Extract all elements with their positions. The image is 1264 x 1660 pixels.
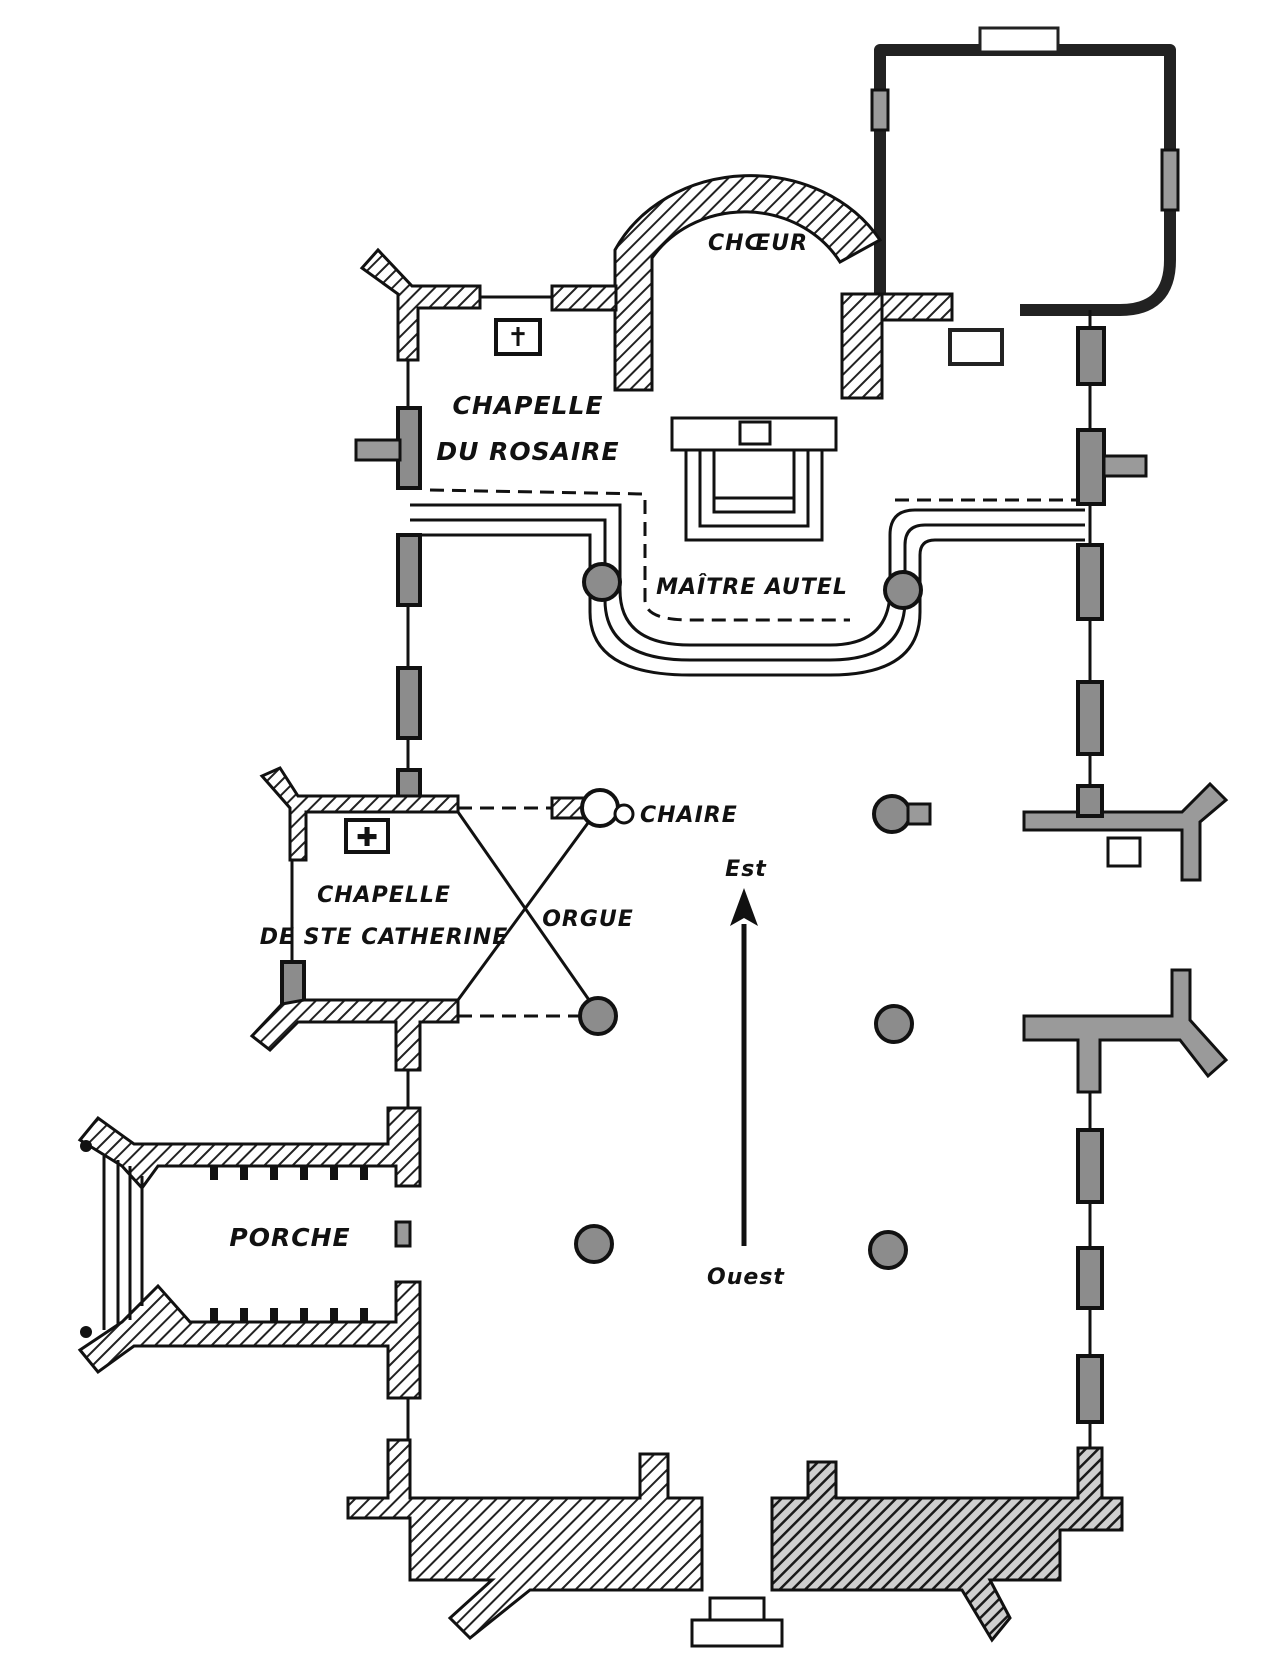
label-ouest: Ouest xyxy=(707,1265,785,1290)
label-choeur: CHŒUR xyxy=(708,231,808,256)
label-maitre-autel: MAÎTRE AUTEL xyxy=(656,574,848,600)
catherine-altar xyxy=(344,818,390,854)
rosary-altar-cross-icon: ✝ xyxy=(507,323,529,353)
sacristy-window-right xyxy=(1160,148,1180,212)
entrance-step-top xyxy=(708,1596,766,1622)
choir-apse xyxy=(550,174,954,400)
label-est: Est xyxy=(725,857,767,882)
pulpit-column xyxy=(580,788,620,828)
label-chapelle-catherine-2: DE STE CATHERINE xyxy=(260,925,509,950)
rosary-altar xyxy=(494,318,542,356)
label-chapelle-rosaire-2: DU ROSAIRE xyxy=(436,437,619,466)
right-chapel-altar xyxy=(1106,836,1142,868)
sacristy-cabinet xyxy=(948,328,1004,366)
catherine-altar-cross-icon: ✚ xyxy=(356,823,378,853)
nave-column xyxy=(574,1224,614,1264)
nave-column xyxy=(874,1004,914,1044)
sacristy xyxy=(870,26,1180,366)
nave-walls xyxy=(396,533,1104,1452)
chapel-right-transept xyxy=(1076,310,1148,545)
label-chaire: CHAIRE xyxy=(640,803,738,828)
west-facade xyxy=(346,1438,1124,1648)
sanctuary-column-right xyxy=(883,570,923,610)
chapel-ste-catherine: ✚ xyxy=(249,766,460,1072)
nave-column xyxy=(578,996,618,1036)
high-altar xyxy=(670,416,838,542)
label-orgue: ORGUE xyxy=(542,907,634,932)
sanctuary-column-left xyxy=(582,562,622,602)
nave-columns xyxy=(574,794,932,1270)
nave-column xyxy=(872,794,912,834)
pulpit-icon xyxy=(613,803,635,825)
chapel-right-lower xyxy=(1022,781,1229,1094)
organ-gallery xyxy=(456,788,635,1018)
orientation-arrow xyxy=(730,888,758,1246)
sacristy-window-top xyxy=(978,26,1060,54)
porch xyxy=(77,1106,422,1400)
sacristy-window-left xyxy=(870,88,890,132)
sanctuary xyxy=(410,416,1085,677)
entrance-step-bottom xyxy=(690,1618,784,1648)
label-chapelle-catherine-1: CHAPELLE xyxy=(317,883,451,908)
chapel-rosary: ✝ xyxy=(354,247,552,490)
nave-column xyxy=(868,1230,908,1270)
label-porche: PORCHE xyxy=(229,1223,350,1252)
label-chapelle-rosaire-1: CHAPELLE xyxy=(453,391,604,420)
